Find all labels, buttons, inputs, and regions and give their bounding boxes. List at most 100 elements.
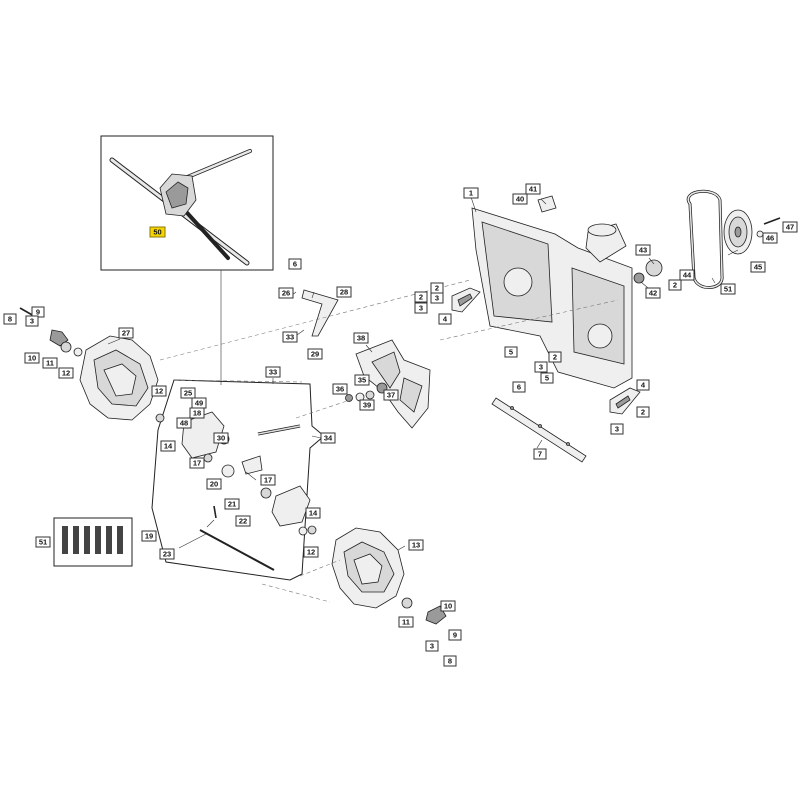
callout-3-center[interactable]: 3 [534, 361, 548, 373]
callout-2-left[interactable]: 2 [414, 291, 428, 303]
callout-23[interactable]: 23 [159, 548, 175, 560]
pulley [723, 209, 753, 255]
callout-37[interactable]: 37 [383, 389, 399, 401]
callout-6-right[interactable]: 6 [512, 381, 526, 393]
callout-29[interactable]: 29 [307, 348, 323, 360]
seal-39 [365, 390, 375, 400]
callout-51-kit[interactable]: 51 [35, 536, 51, 548]
skid-shoe-right [609, 387, 641, 415]
svg-text:46: 46 [766, 234, 774, 243]
callout-2-right[interactable]: 2 [636, 406, 650, 418]
callout-2-bearing[interactable]: 2 [668, 279, 682, 291]
callout-48[interactable]: 48 [176, 417, 192, 429]
callout-47[interactable]: 47 [782, 221, 798, 233]
svg-text:2: 2 [419, 293, 423, 302]
callout-3-right[interactable]: 3 [610, 423, 624, 435]
callout-8-left[interactable]: 8 [3, 313, 17, 325]
callout-19[interactable]: 19 [141, 530, 157, 542]
callout-18[interactable]: 18 [189, 407, 205, 419]
callout-3-bottom[interactable]: 3 [425, 640, 439, 652]
callout-1[interactable]: 1 [463, 187, 479, 199]
callout-14-right[interactable]: 14 [305, 507, 321, 519]
callout-33-top[interactable]: 33 [282, 331, 298, 343]
callout-11-right[interactable]: 11 [398, 616, 414, 628]
callout-26[interactable]: 26 [278, 287, 294, 299]
callout-14-left[interactable]: 14 [160, 440, 176, 452]
callout-5-lower[interactable]: 5 [540, 372, 554, 384]
callout-2-center[interactable]: 2 [548, 351, 562, 363]
callout-28[interactable]: 28 [336, 286, 352, 298]
callout-22[interactable]: 22 [235, 515, 251, 527]
svg-text:51: 51 [724, 285, 732, 294]
svg-text:12: 12 [307, 548, 315, 557]
callout-38[interactable]: 38 [353, 332, 369, 344]
callout-50[interactable]: 50 [149, 226, 166, 238]
svg-text:43: 43 [639, 246, 647, 255]
callout-10-right[interactable]: 10 [440, 600, 456, 612]
svg-text:17: 17 [193, 459, 201, 468]
callout-4-right[interactable]: 4 [636, 379, 650, 391]
svg-text:47: 47 [786, 223, 794, 232]
callout-8-bottom[interactable]: 8 [443, 655, 457, 667]
svg-text:30: 30 [217, 434, 225, 443]
callout-41[interactable]: 41 [525, 183, 541, 195]
callout-3-left[interactable]: 3 [414, 302, 428, 314]
callout-12-right[interactable]: 12 [303, 546, 319, 558]
svg-text:29: 29 [311, 350, 319, 359]
svg-text:34: 34 [324, 434, 333, 443]
callout-30[interactable]: 30 [213, 432, 229, 444]
callout-51-belt[interactable]: 51 [720, 283, 736, 295]
callout-11-left[interactable]: 11 [42, 357, 58, 369]
callout-40[interactable]: 40 [512, 193, 528, 205]
callout-45[interactable]: 45 [750, 261, 766, 273]
callout-35[interactable]: 35 [354, 374, 370, 386]
callout-39[interactable]: 39 [359, 399, 375, 411]
svg-text:10: 10 [28, 354, 36, 363]
callout-34[interactable]: 34 [320, 432, 336, 444]
callout-12-left[interactable]: 12 [58, 367, 74, 379]
svg-text:9: 9 [453, 631, 457, 640]
callout-42[interactable]: 42 [645, 287, 661, 299]
callout-17-lower[interactable]: 17 [260, 474, 276, 486]
svg-text:4: 4 [443, 315, 448, 324]
callout-43[interactable]: 43 [635, 244, 651, 256]
svg-text:18: 18 [193, 409, 201, 418]
callout-46[interactable]: 46 [762, 232, 778, 244]
svg-text:39: 39 [363, 401, 371, 410]
svg-text:14: 14 [164, 442, 173, 451]
callout-6-top[interactable]: 6 [288, 258, 302, 270]
callout-33-frame[interactable]: 33 [265, 366, 281, 378]
callout-3-upper-left[interactable]: 3 [430, 292, 444, 304]
callout-20[interactable]: 20 [206, 478, 222, 490]
callout-49[interactable]: 49 [191, 397, 207, 409]
callout-27[interactable]: 27 [118, 327, 134, 339]
callout-36[interactable]: 36 [332, 383, 348, 395]
callout-44[interactable]: 44 [679, 269, 695, 281]
svg-text:2: 2 [435, 284, 439, 293]
callout-2-upper-left[interactable]: 2 [430, 282, 444, 294]
callout-25[interactable]: 25 [180, 387, 196, 399]
callout-13[interactable]: 13 [408, 539, 424, 551]
callout-21[interactable]: 21 [224, 498, 240, 510]
auger-left [79, 335, 159, 421]
bushing-12-left [73, 347, 83, 357]
svg-text:3: 3 [419, 304, 423, 313]
callout-17-upper[interactable]: 17 [189, 457, 205, 469]
callout-3-far-left[interactable]: 3 [25, 315, 39, 327]
svg-text:4: 4 [641, 381, 646, 390]
callout-9-bottom[interactable]: 9 [448, 629, 462, 641]
auger-housing [471, 207, 633, 389]
svg-text:7: 7 [538, 450, 542, 459]
callout-7[interactable]: 7 [533, 448, 547, 460]
svg-text:33: 33 [269, 368, 277, 377]
svg-text:14: 14 [309, 509, 318, 518]
callout-5-center[interactable]: 5 [504, 346, 518, 358]
callout-12-gearbox[interactable]: 12 [151, 385, 167, 397]
svg-text:49: 49 [195, 399, 203, 408]
svg-text:50: 50 [153, 228, 161, 237]
bearing-11-left [60, 341, 72, 353]
bracket-41 [537, 195, 557, 213]
callout-10-left[interactable]: 10 [24, 352, 40, 364]
callout-4-upper[interactable]: 4 [438, 313, 452, 325]
shear-bolt-kit [53, 517, 133, 567]
